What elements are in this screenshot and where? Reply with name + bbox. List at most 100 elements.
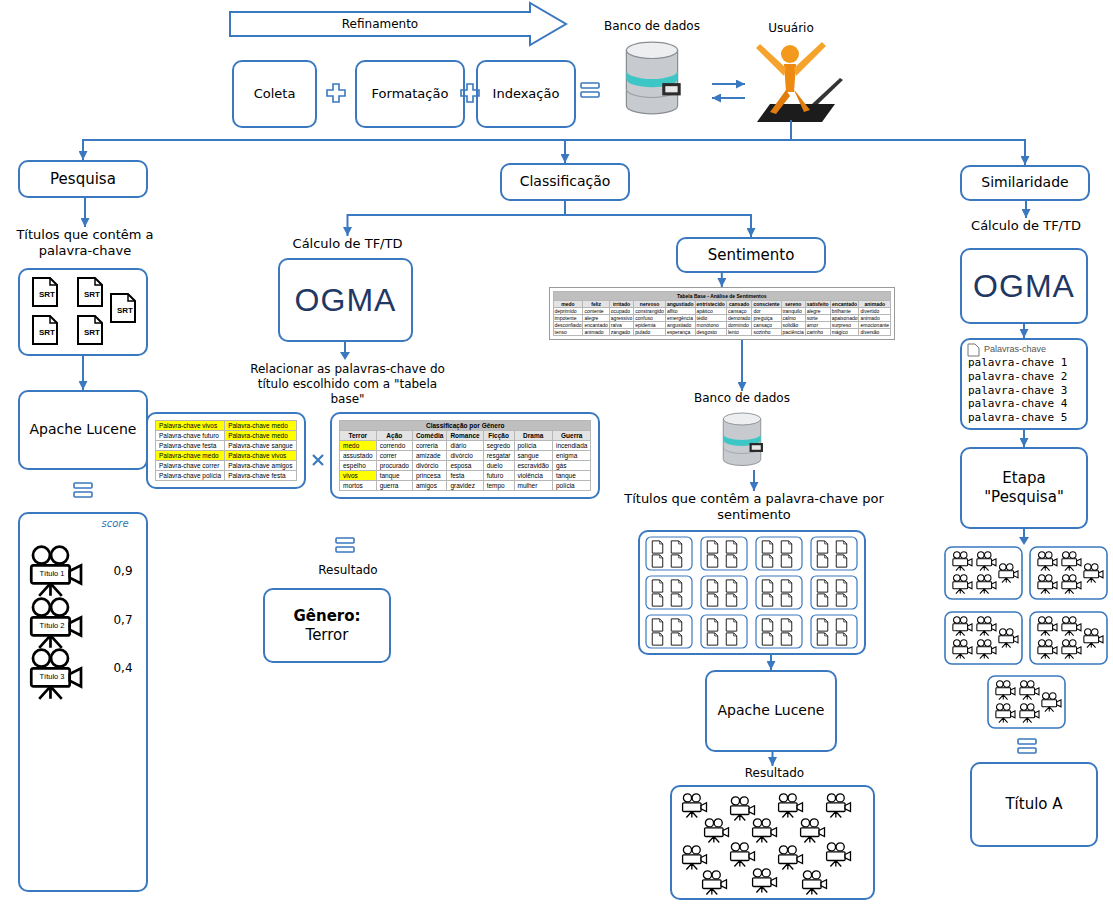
- table-cell: Palavra-chave sangue: [225, 441, 297, 451]
- table-cell: enigma: [552, 451, 590, 461]
- table-cell-text: guerra: [380, 482, 409, 489]
- file-icon: [726, 633, 737, 645]
- table-cell-text: sorte: [807, 315, 829, 321]
- table-cell-text: Palavra-chave medo: [159, 452, 221, 459]
- box-text: Indexação: [493, 86, 560, 102]
- table-cell: Palavra-chave futuro: [156, 431, 225, 441]
- process-box: Pesquisa: [18, 160, 148, 198]
- file-icon: [707, 580, 718, 592]
- table-cell: correria: [412, 441, 446, 451]
- table-cell-text: solidão: [783, 322, 804, 328]
- table-cell-text: futuro: [487, 472, 511, 479]
- table-cell: irritado: [609, 301, 633, 308]
- box-text: Gênero:: [293, 607, 360, 626]
- data-table: Tabela Base - Análise de Sentimentosmedo…: [553, 291, 892, 336]
- film-icon: [977, 640, 996, 659]
- connector: [772, 752, 774, 766]
- keyword-doc-icon: [968, 344, 979, 356]
- table-cell: lento: [726, 329, 752, 336]
- table-cell: satisfeito: [805, 301, 830, 308]
- table-cell: Comédia: [412, 431, 446, 441]
- table-cell-text: Palavra-chave medo: [228, 432, 293, 439]
- table-cell: Ação: [376, 431, 412, 441]
- film-icon: [999, 629, 1018, 648]
- table-cell-text: desgosto: [697, 329, 725, 335]
- table-cell-text: sangue: [518, 452, 549, 459]
- film-icon: [683, 794, 707, 818]
- heading-text: Cálculo de TF/TD: [273, 236, 423, 252]
- file-icon: [726, 555, 737, 567]
- table-cell-text: desconfiado: [555, 322, 582, 328]
- file-label: SRT: [32, 290, 62, 299]
- file-icon: [781, 619, 792, 631]
- film-icon: [1062, 640, 1081, 659]
- table-title-cell: Tabela Base - Análise de Sentimentos: [553, 292, 891, 301]
- film-group: [1030, 547, 1107, 599]
- table-row: assustadocorreramizadedivórcioresgatarsa…: [340, 451, 591, 461]
- table-cell: festa: [447, 471, 483, 481]
- table-cell: Palavra-chave amigos: [225, 461, 297, 471]
- file-icon: [781, 633, 792, 645]
- score-value: 0,9: [105, 564, 141, 578]
- file-icon: [817, 633, 828, 645]
- table-row: Palavra-chave políciaPalavra-chave festa: [156, 471, 297, 481]
- equals-symbol: [74, 483, 92, 497]
- table-cell: dor: [752, 308, 781, 315]
- table-cell: mortos: [340, 481, 377, 491]
- table-cell: mulher: [514, 481, 552, 491]
- table-cell-text: encantado: [832, 301, 858, 307]
- table-cell-text: irritado: [611, 301, 632, 307]
- film-group: [945, 547, 1022, 599]
- table-cell: raiva: [609, 322, 633, 329]
- table-cell-text: amor: [807, 322, 829, 328]
- table-cell-text: amizade: [416, 452, 443, 459]
- table-cell-text: apático: [697, 308, 725, 314]
- table-row: Palavra-chave futuroPalavra-chave medo: [156, 431, 297, 441]
- logo-text: OGMA: [973, 268, 1075, 305]
- table-cell: diário: [447, 441, 483, 451]
- film-icon: [705, 819, 729, 843]
- table-cell: medo: [340, 441, 377, 451]
- table-cell-text: medo: [343, 442, 373, 449]
- table-cell-text: aflito: [667, 308, 694, 314]
- file-icon: [781, 541, 792, 553]
- film-icon: [1084, 629, 1103, 648]
- table-cell: dormindo: [726, 322, 752, 329]
- table-cell: mágico: [830, 329, 859, 336]
- process-box: Apache Lucene: [705, 670, 837, 752]
- table-cell-text: nervoso: [635, 301, 664, 307]
- table-cell-text: segredo: [487, 442, 511, 449]
- box-text: Similaridade: [981, 174, 1068, 192]
- table-cell-text: mortos: [343, 482, 373, 489]
- equals-symbol: [336, 538, 354, 552]
- film-icon: [753, 819, 777, 843]
- table-cell: monótono: [695, 322, 726, 329]
- keyword-line: palavra-chave 5: [968, 411, 1080, 425]
- heading-text: Resultado: [725, 766, 825, 781]
- table-title: Classificação por Gênero: [343, 422, 587, 429]
- table-cell-text: monótono: [697, 322, 725, 328]
- table-cell: Palavra-chave vivos: [156, 421, 225, 431]
- file-icon: [726, 541, 737, 553]
- table-cell-text: encantado: [584, 322, 607, 328]
- table-cell: Palavra-chave polícia: [156, 471, 225, 481]
- icon-node: Usuário: [745, 42, 837, 120]
- table-cell-text: constrangido: [635, 308, 664, 314]
- film-icon: [977, 617, 996, 636]
- table-cell-text: cansaço: [728, 308, 751, 314]
- table-cell-text: espelho: [343, 462, 373, 469]
- table-row: TerrorAçãoComédiaRomanceFicçãoDramaGuerr…: [340, 431, 591, 441]
- table-cell: sorte: [805, 315, 830, 322]
- table-cell: desgosto: [695, 329, 726, 336]
- table-cell: resgatar: [483, 451, 514, 461]
- table-cell-text: Comédia: [416, 432, 443, 439]
- table-cell: angustiado: [665, 301, 695, 308]
- table-cell: animado: [859, 315, 891, 322]
- file-icon: [817, 555, 828, 567]
- group-box: Títulos que contêm a palavra-chave por s…: [638, 530, 866, 655]
- process-box: Sentimento: [676, 237, 826, 273]
- connector: [565, 201, 751, 237]
- table-cell: Guerra: [552, 431, 590, 441]
- data-table: Classificação por GêneroTerrorAçãoComédi…: [339, 420, 591, 491]
